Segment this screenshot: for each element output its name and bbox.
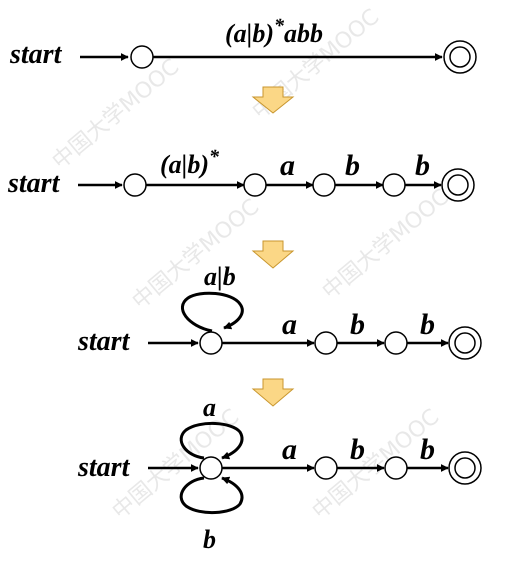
loop-bottom-label: b [203, 525, 216, 554]
diagram-1: start (a|b)*abb [9, 15, 477, 74]
regex-star: * [274, 15, 285, 37]
state-circle [123, 173, 147, 197]
diagram-3: a|b start a b b [77, 262, 482, 360]
state-circle [382, 173, 406, 197]
regex-tail: abb [284, 19, 323, 48]
edge-label: a [282, 308, 297, 341]
state-circle [314, 331, 338, 355]
start-label: start [77, 452, 131, 483]
state-circle [243, 173, 267, 197]
state-circle [130, 45, 154, 69]
accept-state-inner [454, 457, 476, 479]
start-label: start [9, 39, 63, 70]
state-circle [384, 456, 408, 480]
regex-star: * [209, 146, 220, 168]
state-circle [314, 456, 338, 480]
watermark-text: 中国大学MOOC [128, 195, 264, 315]
state-circle [199, 331, 223, 355]
accept-state-inner [447, 174, 469, 196]
regex-base: (a|b) [225, 19, 274, 48]
edge-label: b [345, 149, 360, 182]
watermark-text: 中国大学MOOC [318, 185, 454, 305]
start-label: start [77, 326, 131, 357]
state-circle [199, 456, 223, 480]
loop-label: a|b [204, 262, 236, 291]
edge-label: b [415, 149, 430, 182]
edge-label: b [420, 433, 435, 466]
diagram-4: a b start a b b [77, 393, 482, 554]
edge-label-regex: (a|b)* [160, 146, 220, 179]
edge-label: a [282, 433, 297, 466]
regex-label: (a|b)*abb [225, 15, 323, 48]
watermark: 中国大学MOOC 中国大学MOOC 中国大学MOOC 中国大学MOOC 中国大学… [48, 5, 454, 525]
accept-state-inner [449, 46, 471, 68]
self-loop-bottom-arrow [179, 476, 244, 514]
diagram-2: start (a|b)* a b b [7, 146, 475, 202]
start-label: start [7, 168, 61, 199]
state-circle [312, 173, 336, 197]
self-loop-top-arrow [179, 422, 244, 460]
state-circle [384, 331, 408, 355]
regex-base: (a|b) [160, 150, 209, 179]
edge-label: b [420, 308, 435, 341]
edge-label: b [350, 308, 365, 341]
self-loop-arrow [181, 291, 244, 333]
accept-state-inner [454, 332, 476, 354]
edge-label: b [350, 433, 365, 466]
down-arrow-icon [251, 378, 295, 407]
down-arrow-icon [251, 240, 295, 269]
down-arrow-icon [251, 86, 295, 114]
edge-label: a [280, 149, 295, 182]
loop-top-label: a [203, 393, 216, 422]
